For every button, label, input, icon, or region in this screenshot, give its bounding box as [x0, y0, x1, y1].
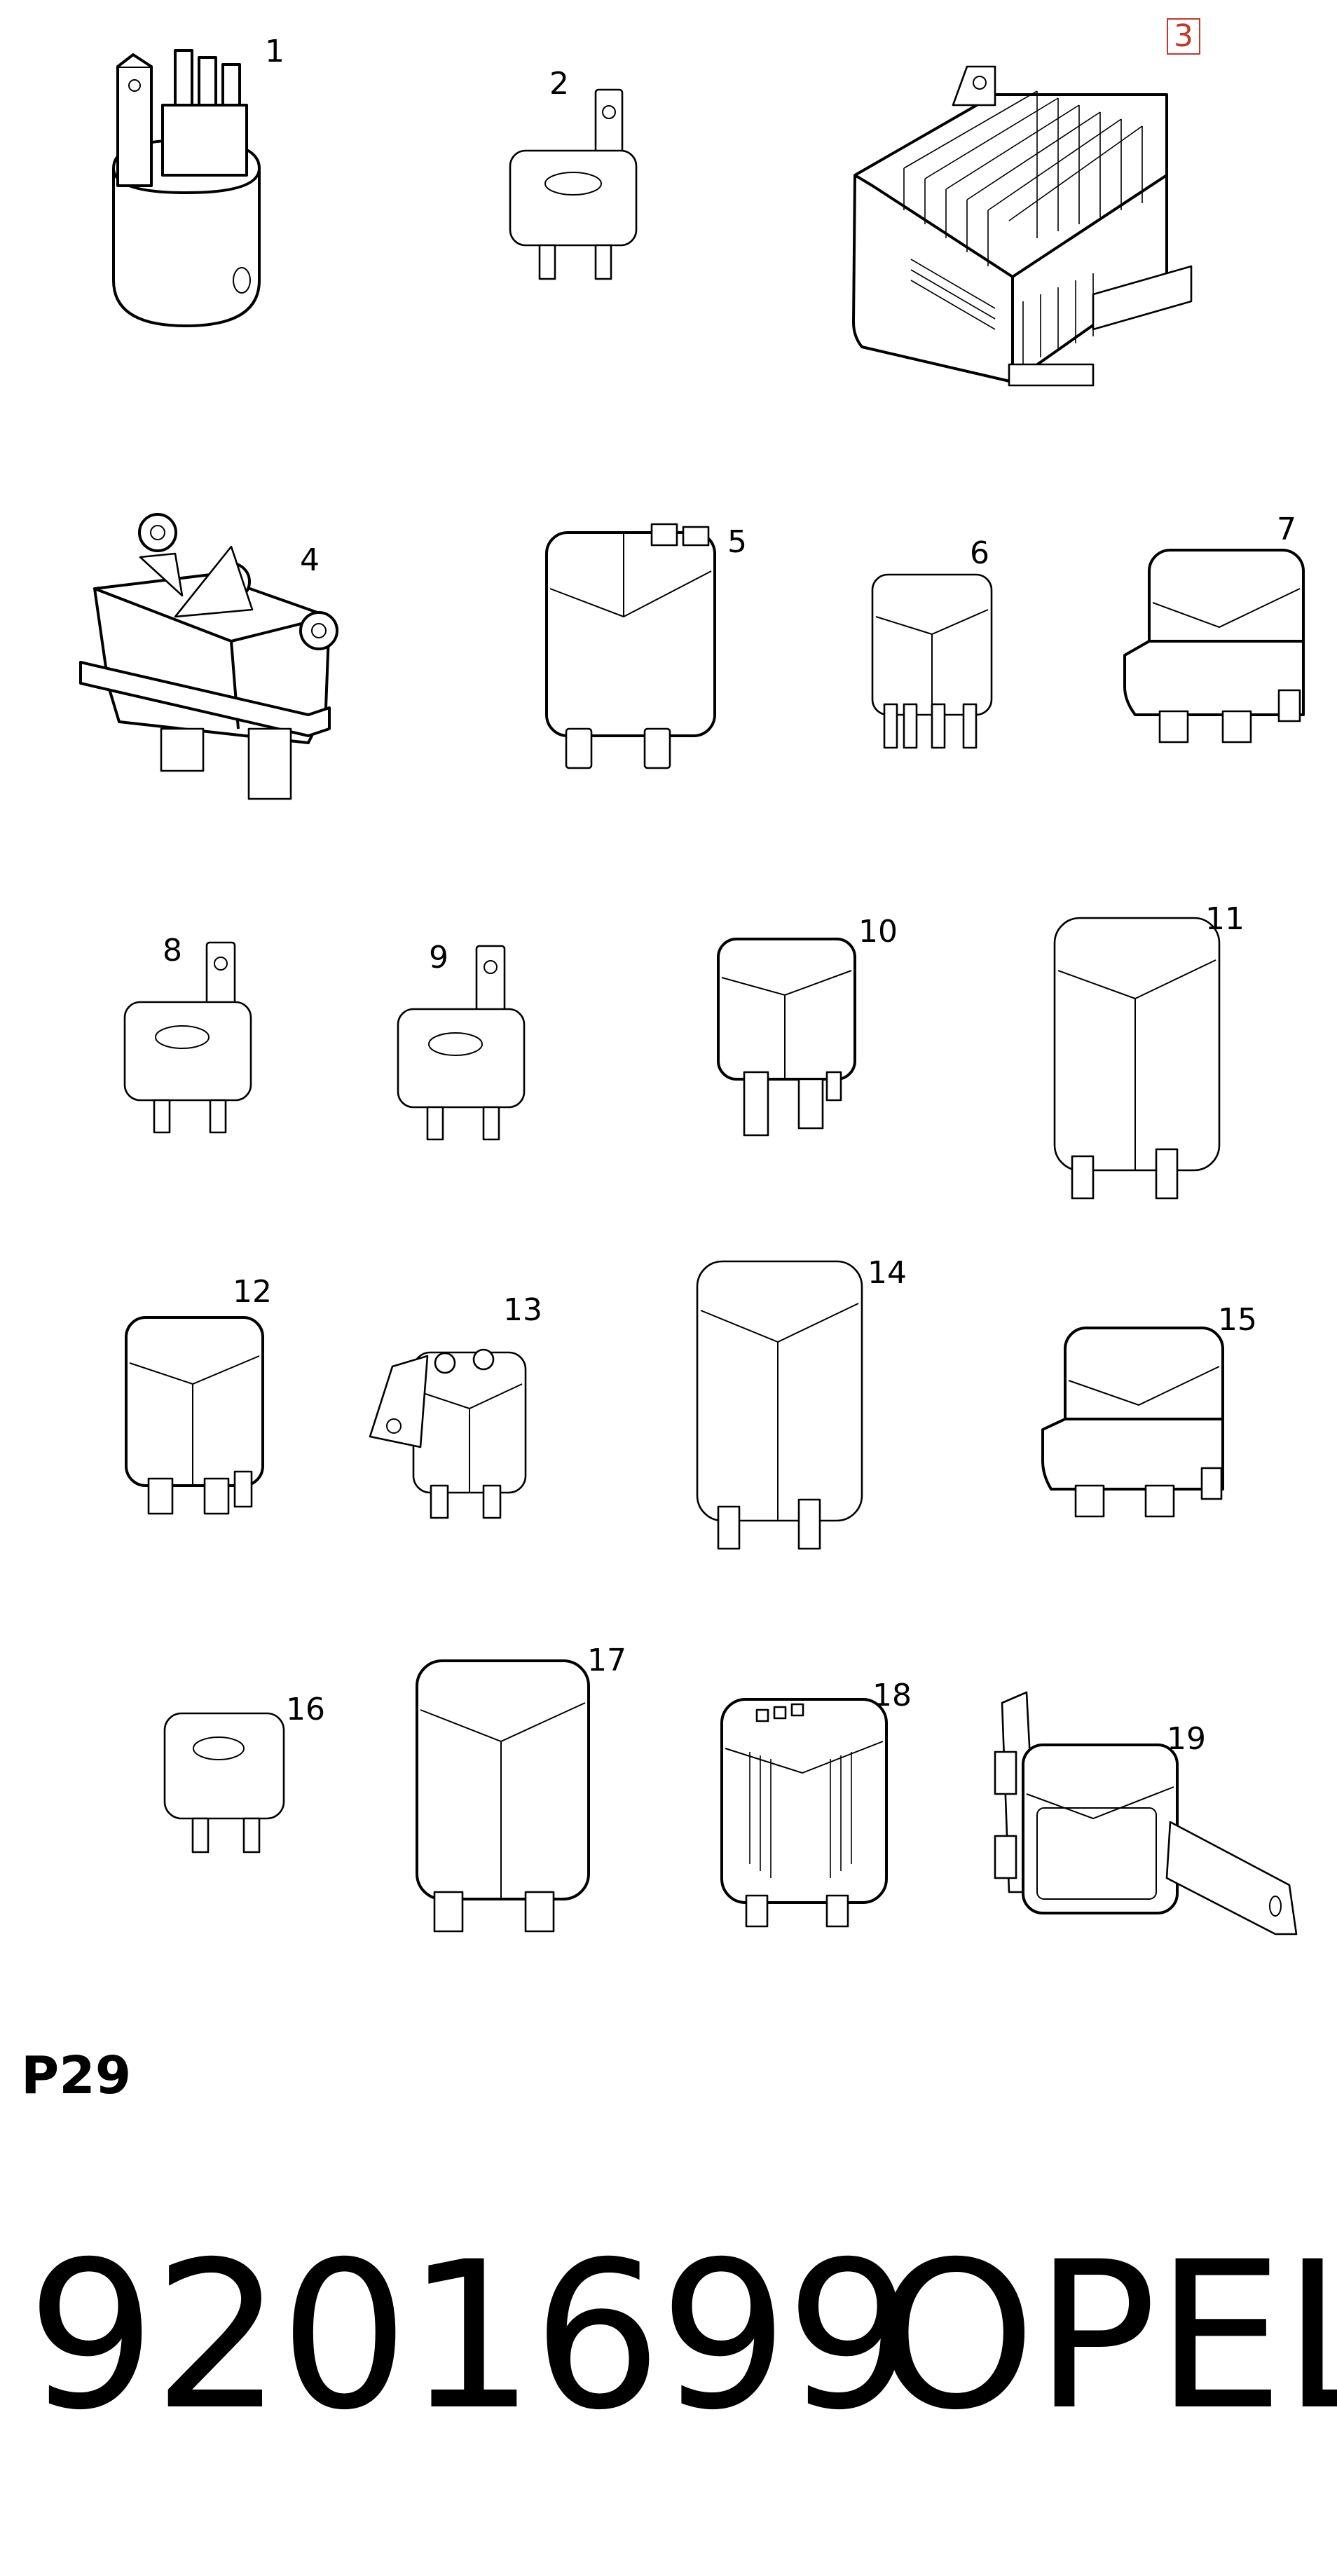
- part-10-relay-drawing: [717, 938, 856, 1137]
- callout-13: 13: [503, 1292, 542, 1328]
- part-3-module-drawing: [852, 65, 1193, 387]
- callout-17: 17: [587, 1643, 626, 1678]
- callout-1: 1: [265, 34, 284, 69]
- part-11-relay-drawing: [1053, 917, 1221, 1200]
- callout-7: 7: [1277, 512, 1296, 547]
- callout-5: 5: [727, 524, 747, 560]
- part-17-relay-drawing: [416, 1659, 590, 1933]
- part-6-relay-drawing: [871, 573, 993, 749]
- part-1-relay-drawing: [112, 49, 261, 327]
- part-5-relay-drawing: [545, 523, 716, 769]
- callout-4: 4: [300, 542, 320, 578]
- callout-10: 10: [858, 914, 898, 950]
- callout-12: 12: [233, 1274, 272, 1310]
- part-14-relay-drawing: [696, 1260, 863, 1550]
- part-8-relay-drawing: [123, 941, 252, 1134]
- part-19-relay-drawing: [994, 1691, 1298, 1936]
- part-7-relay-drawing: [1123, 549, 1305, 744]
- part-16-relay-drawing: [163, 1712, 285, 1854]
- callout-6: 6: [970, 535, 989, 571]
- callout-3-highlighted[interactable]: 3: [1167, 18, 1200, 55]
- callout-16: 16: [286, 1692, 325, 1727]
- callout-19: 19: [1167, 1721, 1206, 1757]
- brand-name: OPEL: [876, 2219, 1337, 2455]
- part-4-relay-drawing: [79, 513, 338, 800]
- callout-14: 14: [868, 1255, 907, 1291]
- callout-15: 15: [1218, 1302, 1257, 1338]
- callout-11: 11: [1205, 901, 1245, 937]
- part-number: 9201699: [27, 2219, 915, 2455]
- part-9-relay-drawing: [397, 945, 526, 1141]
- sheet-code: P29: [21, 2046, 132, 2106]
- callout-9: 9: [429, 940, 448, 975]
- part-2-relay-drawing: [509, 88, 638, 280]
- callout-2: 2: [549, 66, 569, 102]
- part-18-relay-drawing: [720, 1698, 888, 1928]
- part-15-relay-drawing: [1041, 1327, 1224, 1518]
- callout-18: 18: [872, 1678, 912, 1713]
- part-13-relay-drawing: [369, 1348, 527, 1519]
- callout-8: 8: [163, 933, 182, 968]
- part-12-relay-drawing: [125, 1316, 264, 1515]
